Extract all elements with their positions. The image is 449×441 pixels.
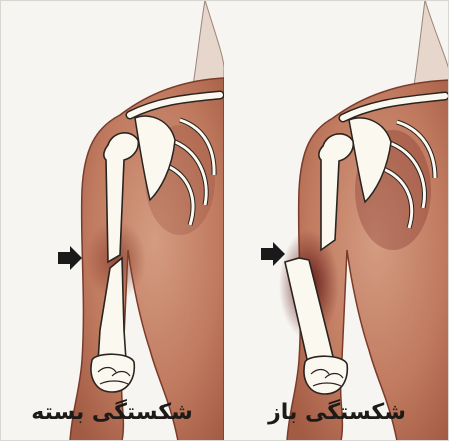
open-fracture-illustration [225,0,449,441]
open-fracture-panel: شکستگی باز [225,0,449,441]
pointer-arrow-icon [261,242,285,266]
closed-fracture-illustration [0,0,224,441]
closed-fracture-caption: شکستگی بسته [0,400,224,425]
closed-fracture-panel: شکستگی بسته [0,0,224,441]
open-fracture-caption: شکستگی باز [225,400,449,425]
pointer-arrow-icon [58,246,82,270]
